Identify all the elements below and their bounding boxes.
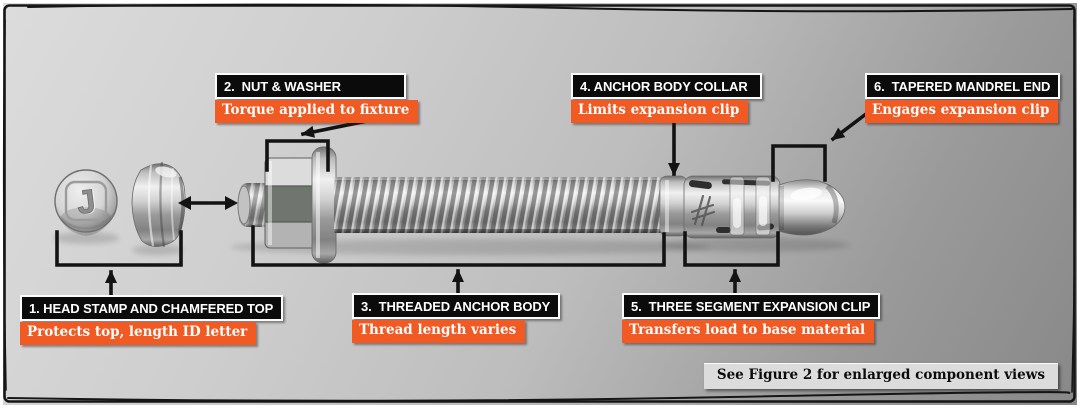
figure-note: See Figure 2 for enlarged component view… bbox=[703, 363, 1058, 389]
callout-2-subtitle: Torque applied to fixture bbox=[215, 100, 419, 123]
callout-3-subtitle: Thread length varies bbox=[352, 320, 526, 343]
callout-3-threaded-body: 3. THREADED ANCHOR BODY Thread length va… bbox=[352, 293, 561, 343]
callout-1-head-stamp: 1. HEAD STAMP AND CHAMFERED TOP Protects… bbox=[20, 295, 284, 345]
callout-4-subtitle: Limits expansion clip bbox=[571, 100, 749, 123]
anchor-bolt bbox=[237, 146, 846, 264]
bracket-mandrel-end bbox=[771, 144, 827, 182]
callout-4-body-collar: 4. ANCHOR BODY COLLAR Limits expansion c… bbox=[571, 73, 762, 123]
callout-2-title: 2. NUT & WASHER bbox=[215, 73, 406, 99]
anchor-body-collar bbox=[659, 175, 688, 237]
hex-nut bbox=[264, 157, 320, 249]
bracket-expansion-clip bbox=[683, 231, 780, 267]
callout-1-title: 1. HEAD STAMP AND CHAMFERED TOP bbox=[20, 295, 284, 321]
bracket-head-pieces bbox=[55, 230, 183, 267]
drop-shadows bbox=[53, 232, 850, 255]
chamfered-top-piece bbox=[131, 161, 186, 248]
callout-3-title: 3. THREADED ANCHOR BODY bbox=[352, 293, 561, 319]
expansion-clip bbox=[683, 175, 781, 239]
threaded-body bbox=[334, 177, 664, 233]
callout-2-nut-washer: 2. NUT & WASHER Torque applied to fixtur… bbox=[215, 73, 419, 123]
connector-callout-6 bbox=[830, 111, 869, 142]
callout-6-mandrel-end: 6. TAPERED MANDREL END Engages expansion… bbox=[865, 73, 1061, 123]
callout-5-expansion-clip: 5. THREE SEGMENT EXPANSION CLIP Transfer… bbox=[622, 293, 881, 343]
frame-border bbox=[2, 3, 1076, 403]
head-stamp-letter: J bbox=[75, 182, 98, 221]
double-headed-arrow bbox=[178, 196, 238, 210]
connector-lines bbox=[55, 111, 869, 299]
washer bbox=[311, 146, 337, 264]
bracket-nut-washer bbox=[265, 139, 330, 172]
callout-6-subtitle: Engages expansion clip bbox=[865, 100, 1059, 123]
callout-5-subtitle: Transfers load to base material bbox=[622, 320, 875, 343]
clip-stamp-mark bbox=[690, 194, 716, 227]
callout-6-title: 6. TAPERED MANDREL END bbox=[865, 73, 1061, 99]
head-stamp-disc: J J bbox=[54, 169, 118, 236]
callout-4-title: 4. ANCHOR BODY COLLAR bbox=[571, 73, 762, 99]
callout-1-subtitle: Protects top, length ID letter bbox=[20, 322, 257, 345]
head-stamp-letter-emboss: J bbox=[76, 183, 99, 222]
callout-5-title: 5. THREE SEGMENT EXPANSION CLIP bbox=[622, 293, 881, 319]
tapered-mandrel-end bbox=[778, 179, 846, 236]
bracket-threaded-body bbox=[251, 225, 666, 267]
